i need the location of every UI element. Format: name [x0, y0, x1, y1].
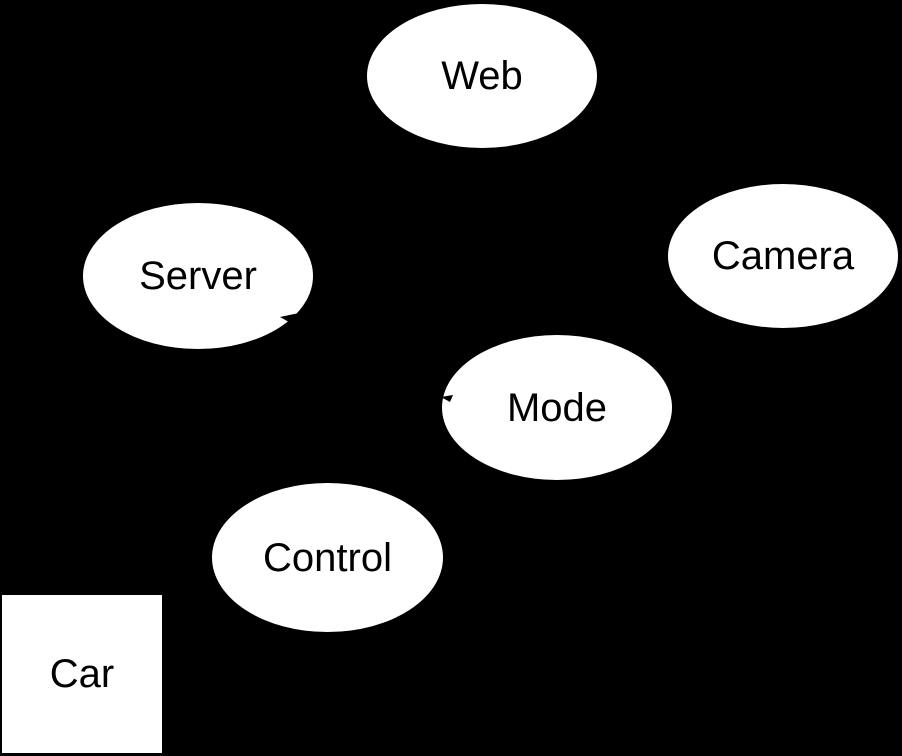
node-server: Server — [83, 203, 313, 349]
node-mode: Mode — [442, 335, 672, 480]
node-control: Control — [212, 483, 443, 632]
node-web: Web — [367, 4, 597, 148]
node-camera-label: Camera — [711, 234, 855, 278]
node-mode-label: Mode — [506, 385, 608, 430]
node-control-label: Control — [263, 535, 392, 580]
node-car-label: Car — [49, 652, 115, 696]
node-camera: Camera — [668, 184, 898, 328]
node-web-label: Web — [441, 54, 523, 98]
node-server-label: Server — [139, 254, 257, 298]
node-car: Car — [2, 595, 162, 753]
